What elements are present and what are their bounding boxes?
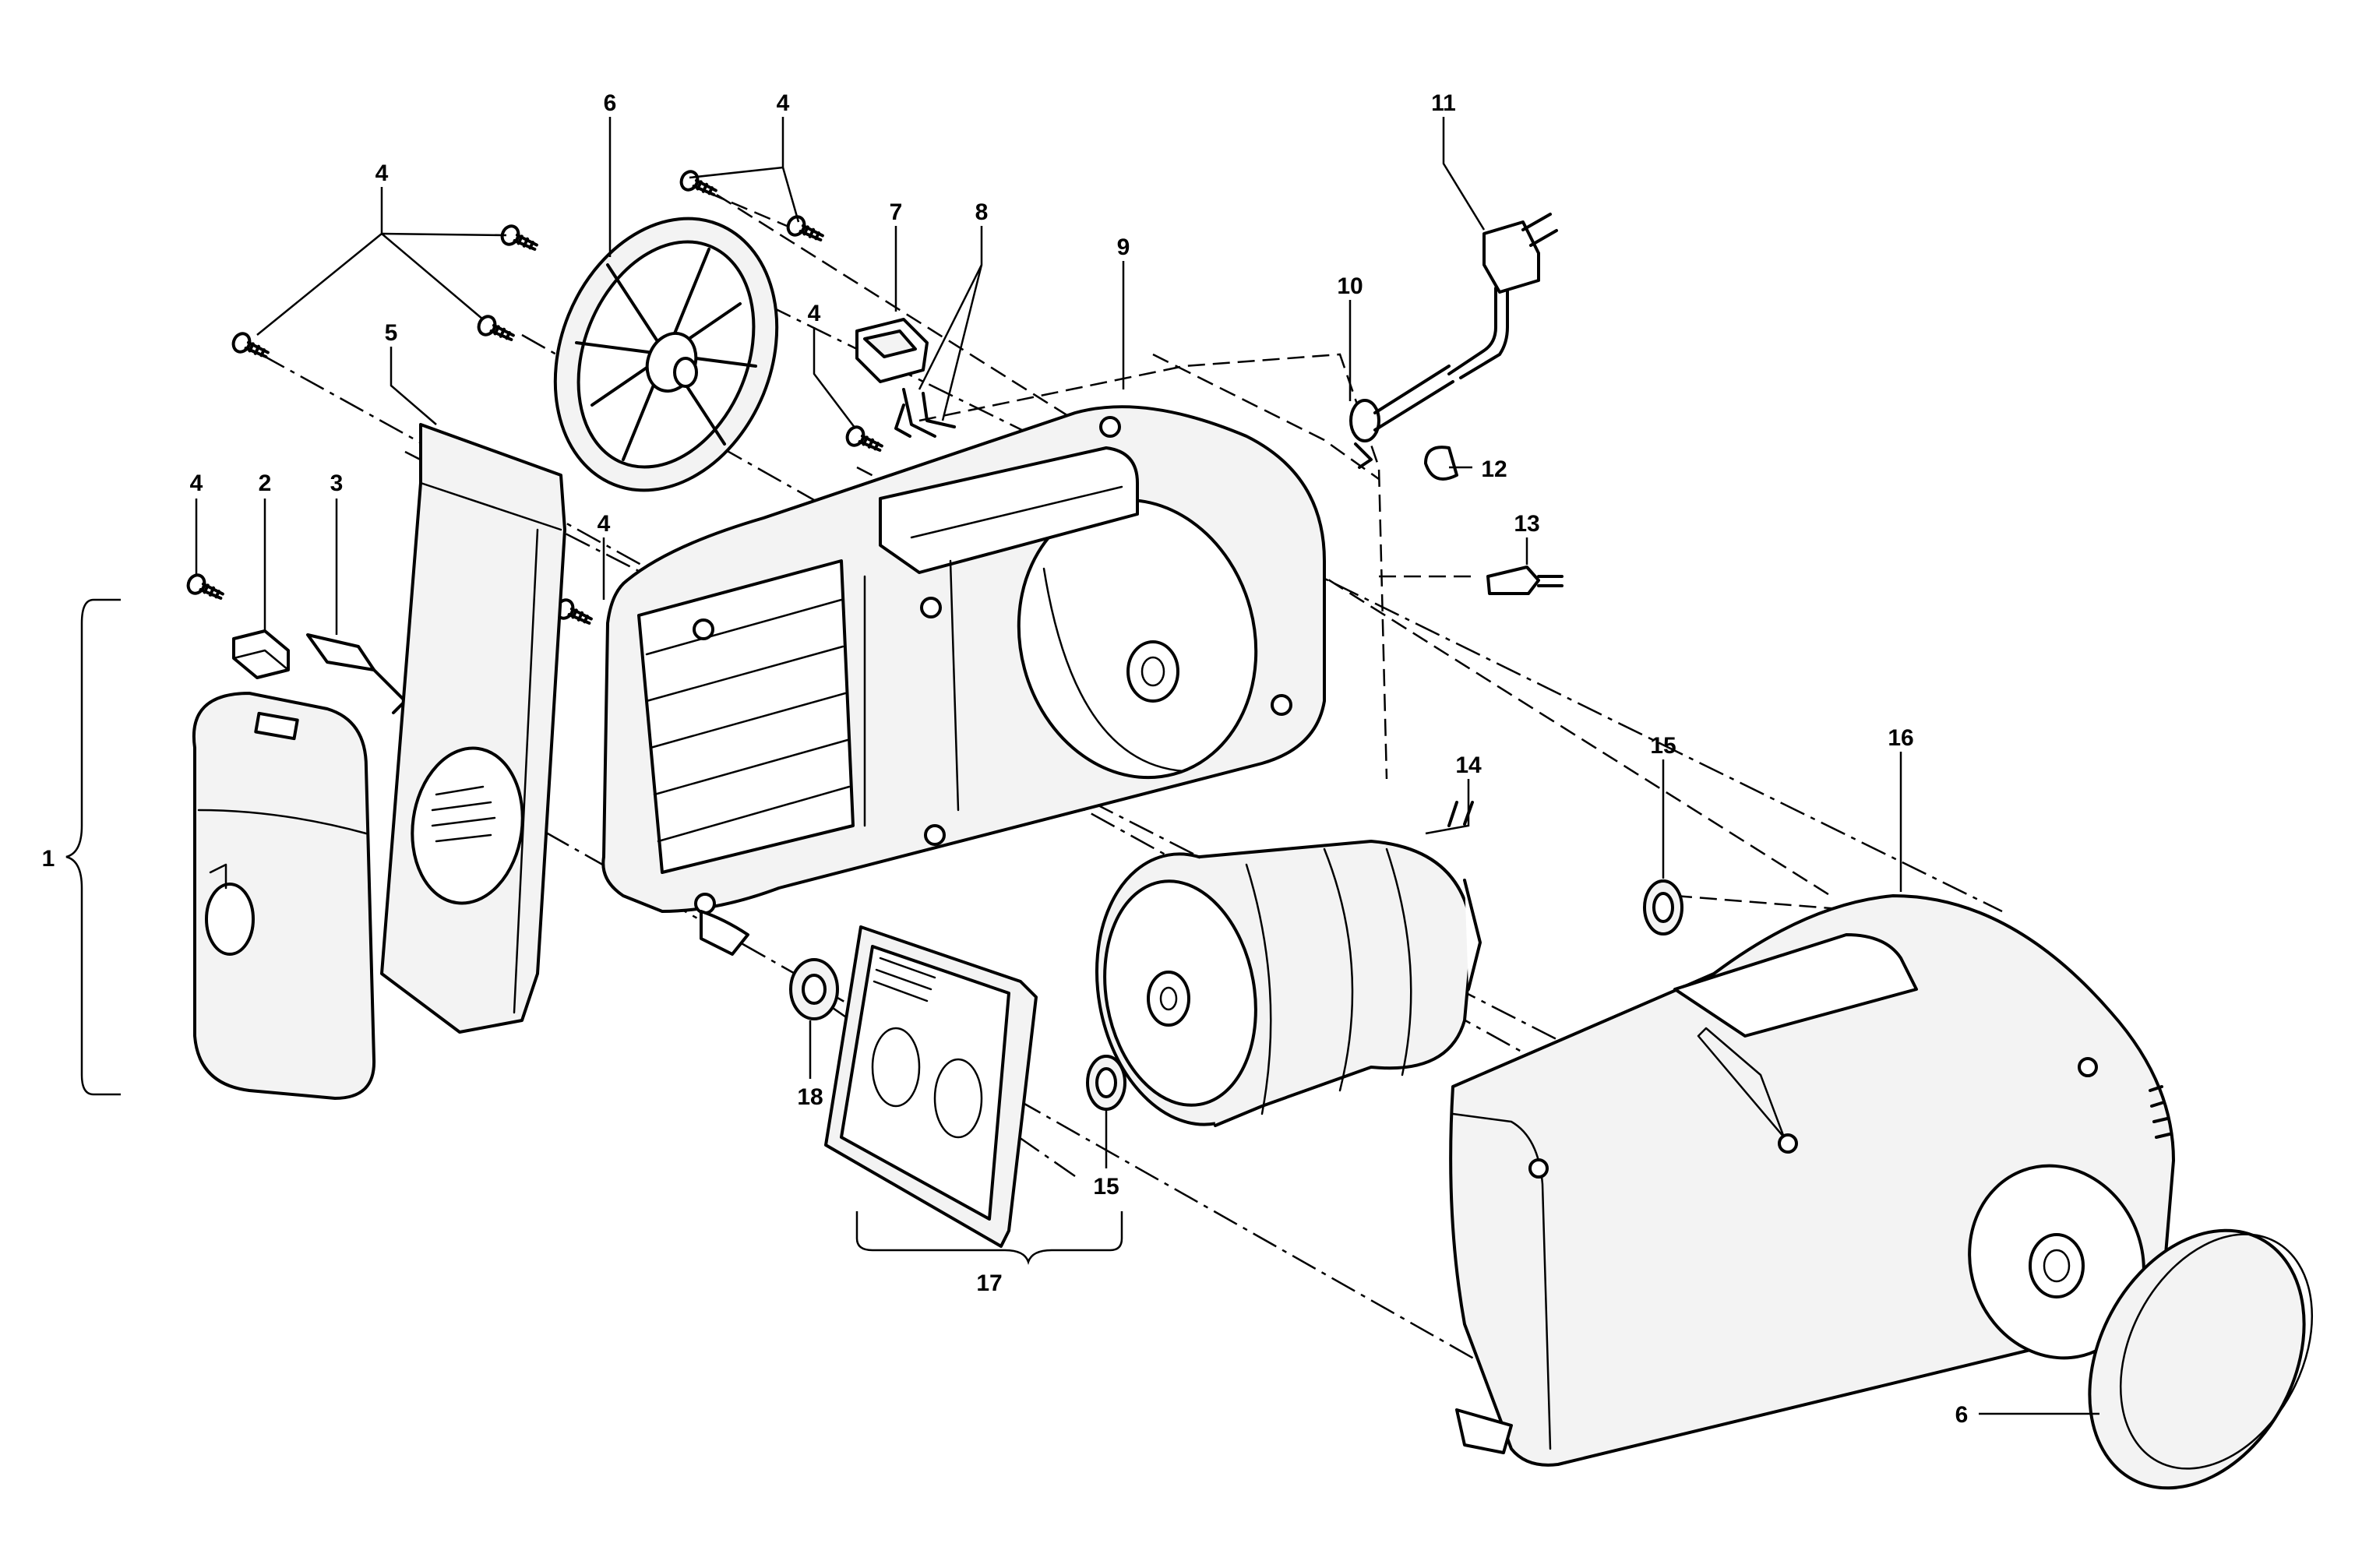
screw-part-4-switch [845,425,883,452]
callout-4-switch: 4 [808,301,821,326]
filter-panel-part-5 [380,423,566,1034]
callout-4-top: 4 [777,90,790,116]
screw-part-4-upper-a [500,224,538,251]
callout-5: 5 [385,320,398,346]
callout-15-upper: 15 [1650,733,1676,759]
callout-8: 8 [975,199,989,225]
callout-13: 13 [1514,511,1539,537]
callout-12: 12 [1481,456,1507,482]
callout-6-upper: 6 [604,90,617,116]
callout-4-housing: 4 [598,511,611,537]
grommet-part-15-upper [1643,879,1683,936]
latch-spring-part-3 [306,633,407,714]
wheel-part-6-lower [2088,1228,2314,1490]
switch-part-7 [855,318,929,383]
washer-part-18 [789,958,839,1020]
callout-6-lower: 6 [1955,1402,1969,1428]
screw-part-4-top-b [786,215,824,241]
callout-14: 14 [1455,752,1482,778]
callout-3: 3 [330,470,344,496]
grommet-part-15-lower [1086,1055,1126,1111]
screw-part-4-left [231,332,270,358]
clip-part-12 [1424,446,1458,481]
latch-part-2 [232,629,290,679]
switch-leads-part-8 [894,388,956,438]
leader-lines [195,117,2099,1415]
callout-18: 18 [797,1084,823,1110]
callout-17: 17 [976,1270,1002,1296]
filter-frame-part-17 [824,925,1123,1265]
front-cover-part-1 [65,598,376,1100]
motor-part-14 [1095,801,1482,1127]
screw-part-4-top-a [679,170,717,196]
screw-part-4-upper-b [477,315,515,341]
connector-part-13 [1486,566,1564,595]
callout-7: 7 [890,199,903,225]
screw-parts [186,170,883,625]
callout-labels: 1 2 3 4 4 4 4 4 5 6 6 7 8 9 10 11 12 13 … [42,90,1969,1428]
main-housing-part-9 [601,405,1326,956]
callout-4-latch: 4 [190,470,203,496]
strain-relief-part-10 [1349,365,1454,469]
callout-2: 2 [259,470,272,496]
rear-housing-part-16 [1449,894,2175,1467]
callout-4-top-left: 4 [375,160,389,186]
callout-9: 9 [1117,234,1130,260]
wheel-part-6-upper [553,217,779,492]
callout-1: 1 [42,846,55,872]
callout-15-lower: 15 [1093,1174,1119,1200]
callout-11: 11 [1431,90,1456,116]
cord-plug-part-11 [1447,213,1558,379]
callout-16: 16 [1888,725,1913,751]
callout-10: 10 [1337,273,1363,299]
screw-part-4-latch [186,573,224,600]
